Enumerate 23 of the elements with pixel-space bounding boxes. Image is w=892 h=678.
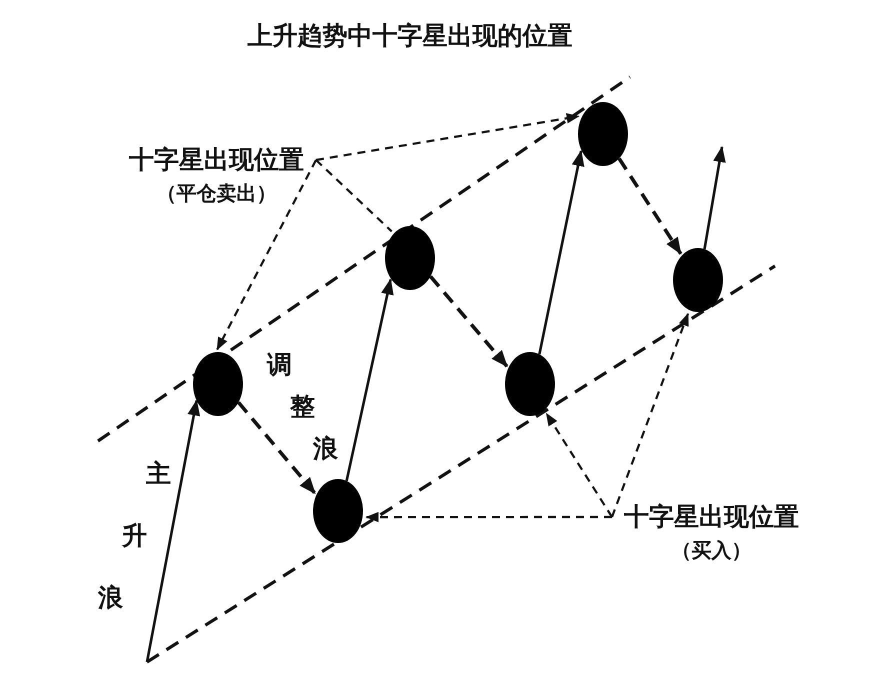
dot-marker: [385, 226, 435, 290]
dot-marker: [673, 248, 723, 312]
leader-arrow: [546, 412, 613, 518]
arrow: [146, 400, 200, 662]
leader-arrow: [366, 512, 612, 522]
wave-label: 调整浪: [267, 350, 339, 464]
leader-line: [315, 159, 392, 232]
arrow: [538, 150, 584, 355]
dot-marker: [193, 352, 243, 416]
leader-arrow: [316, 113, 580, 162]
diagram-title: 上升趋势中十字星出现的位置: [248, 20, 572, 52]
wave-label: 主升浪: [98, 459, 172, 613]
dashed-arrow: [429, 275, 508, 368]
dot-marker: [578, 102, 628, 166]
arrow: [345, 278, 394, 482]
leader-arrow: [216, 160, 317, 350]
leader-arrow: [610, 312, 690, 518]
dot-marker: [505, 352, 555, 416]
dashed-arrow: [237, 401, 316, 495]
arrow: [703, 146, 726, 250]
callout-label: 十字星出现位置 （买入）: [612, 500, 799, 566]
dashed-arrow: [618, 158, 682, 255]
callout-label: 十字星出现位置 （平仓卖出）: [129, 143, 316, 209]
